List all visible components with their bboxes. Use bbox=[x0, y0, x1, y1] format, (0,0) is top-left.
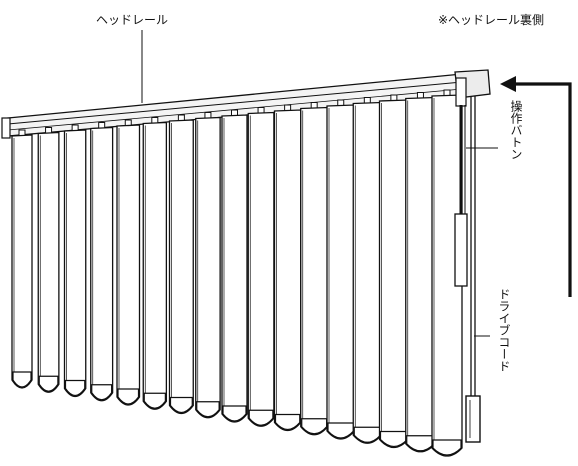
slats bbox=[11, 89, 463, 457]
slat bbox=[326, 99, 356, 440]
slat-body bbox=[352, 101, 383, 444]
slat-bottom-weight bbox=[274, 413, 301, 431]
slat-body bbox=[247, 111, 275, 427]
slat-body bbox=[221, 114, 248, 423]
slat bbox=[247, 107, 275, 427]
slat bbox=[37, 127, 60, 393]
slat bbox=[273, 104, 302, 432]
slat-body bbox=[195, 116, 221, 419]
slat bbox=[11, 129, 33, 389]
slat bbox=[378, 94, 409, 449]
baton-handle[interactable] bbox=[454, 213, 468, 287]
slat-bottom-weight bbox=[432, 439, 462, 456]
cord-weight bbox=[465, 395, 481, 443]
slat bbox=[63, 124, 87, 398]
slat bbox=[352, 97, 383, 444]
slat-body bbox=[326, 104, 356, 440]
slat-bottom-weight bbox=[196, 401, 220, 418]
slat-body bbox=[116, 124, 141, 406]
control-side bbox=[454, 77, 481, 443]
slat-body bbox=[11, 134, 33, 389]
slat bbox=[221, 109, 248, 423]
slat bbox=[168, 114, 194, 415]
slat-bottom-weight bbox=[248, 409, 274, 426]
slat-body bbox=[37, 131, 60, 393]
slat-bottom-weight bbox=[169, 396, 193, 414]
slat-bottom-weight bbox=[222, 405, 247, 422]
slat-bottom-weight bbox=[12, 371, 32, 388]
slat bbox=[195, 112, 221, 419]
leader-lines bbox=[141, 30, 498, 337]
slat bbox=[116, 119, 141, 406]
slat bbox=[300, 102, 329, 436]
slat-body bbox=[300, 106, 329, 436]
slat-body bbox=[90, 126, 114, 402]
slat-body bbox=[273, 109, 302, 432]
slat-body bbox=[405, 96, 436, 453]
slat-bottom-weight bbox=[91, 384, 113, 401]
slat-bottom-weight bbox=[38, 375, 59, 392]
slat-body bbox=[63, 129, 87, 398]
label-rear-note: ※ヘッドレール裏側 bbox=[438, 12, 544, 27]
slat-bottom-weight bbox=[64, 379, 86, 397]
label-drive-cord: ドライブコード bbox=[497, 288, 511, 372]
slat-body bbox=[142, 121, 168, 410]
slat bbox=[90, 122, 114, 402]
slat bbox=[431, 89, 463, 457]
slat bbox=[142, 117, 168, 410]
rear-arrow bbox=[500, 76, 572, 297]
label-baton: 操作バトン bbox=[509, 99, 523, 160]
slat-body bbox=[168, 119, 194, 415]
label-head-rail: ヘッドレール bbox=[96, 13, 168, 27]
slat-body bbox=[378, 99, 409, 449]
slat-bottom-weight bbox=[143, 392, 166, 409]
slat bbox=[405, 92, 436, 453]
slat-body bbox=[431, 94, 463, 457]
slat-bottom-weight bbox=[117, 388, 140, 405]
